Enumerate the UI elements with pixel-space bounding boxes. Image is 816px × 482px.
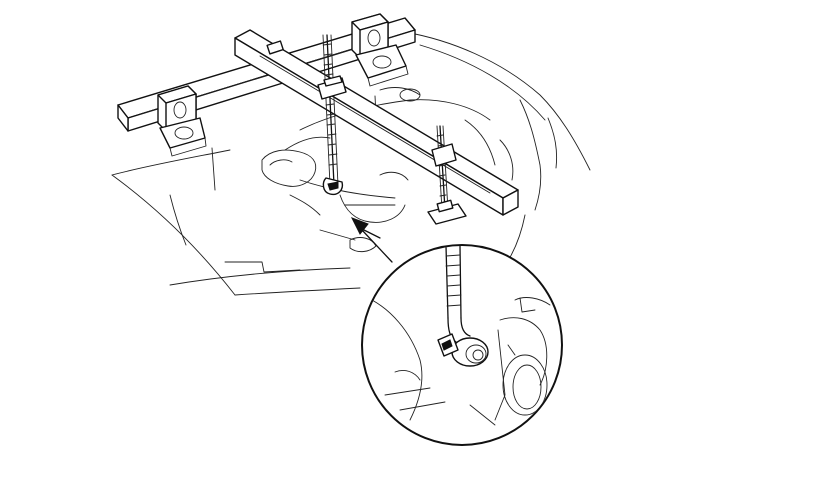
callout-arrow (350, 217, 393, 263)
fender-mount-right (351, 13, 409, 87)
hook-rod-short (427, 125, 467, 225)
hook-rod-long (317, 34, 347, 196)
vehicle-body-outline (111, 31, 591, 296)
fender-mount-left (157, 85, 207, 157)
detail-closeup (371, 246, 551, 426)
detail-callout-circle (361, 244, 563, 446)
